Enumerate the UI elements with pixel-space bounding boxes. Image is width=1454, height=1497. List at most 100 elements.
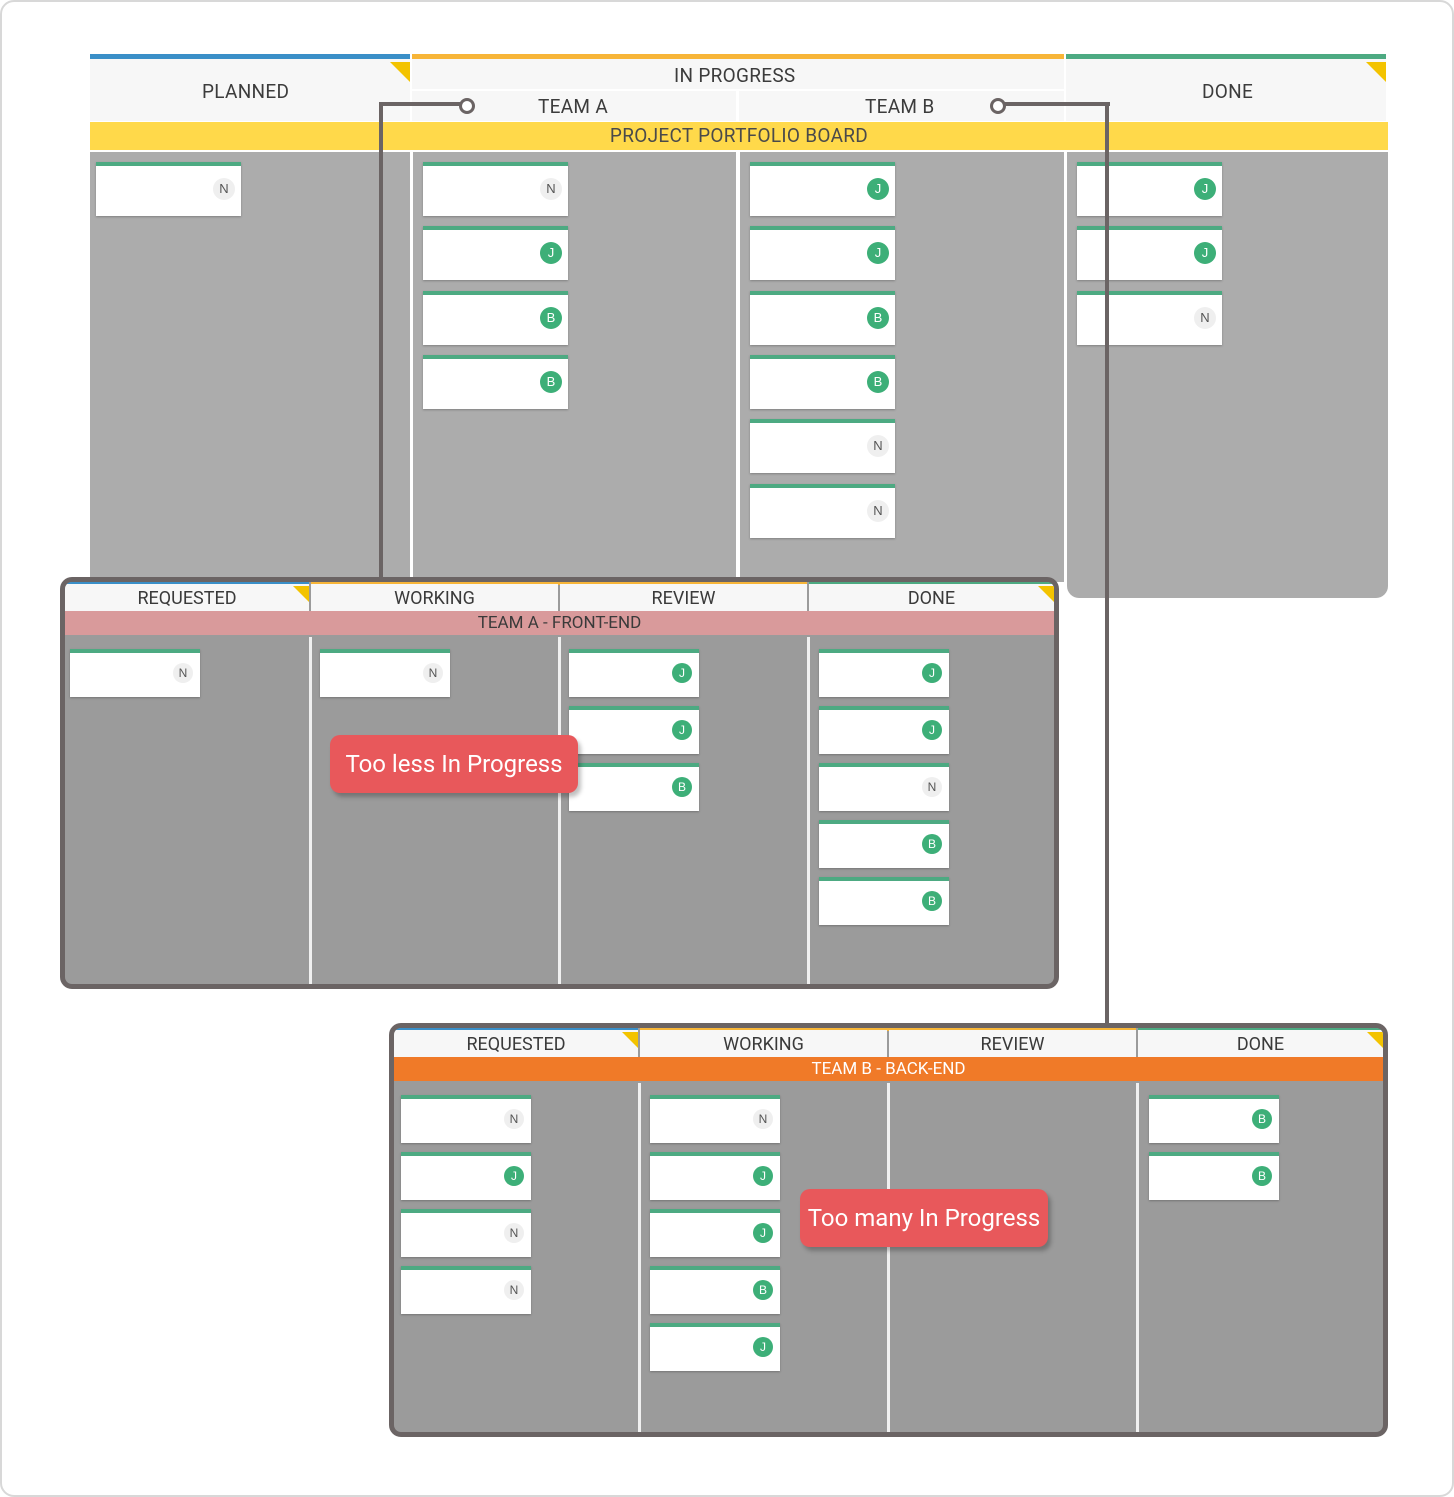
connector-line	[379, 102, 383, 580]
task-card[interactable]: N	[401, 1095, 531, 1143]
column-header-requested[interactable]: REQUESTED	[65, 584, 309, 612]
connector-anchor-icon	[459, 98, 475, 114]
column-header-label: REQUESTED	[466, 1034, 566, 1055]
task-card[interactable]: J	[819, 706, 949, 754]
assignee-avatar: J	[504, 1166, 524, 1186]
task-card[interactable]: B	[1149, 1095, 1279, 1143]
task-card[interactable]: J	[650, 1152, 780, 1200]
assignee-avatar: N	[540, 178, 562, 200]
column-planned	[90, 152, 410, 582]
assignee-avatar: B	[867, 371, 889, 393]
task-card[interactable]: N	[401, 1209, 531, 1257]
task-card[interactable]: N	[650, 1095, 780, 1143]
task-card[interactable]: B	[423, 355, 568, 409]
task-card[interactable]: N	[750, 484, 895, 538]
task-card[interactable]: J	[650, 1323, 780, 1371]
corner-flag-icon	[622, 1032, 638, 1048]
task-card[interactable]: J	[1077, 162, 1222, 216]
column-header-review[interactable]: REVIEW	[560, 584, 807, 612]
assignee-avatar: J	[672, 720, 692, 740]
task-card[interactable]: N	[1077, 291, 1222, 345]
task-card[interactable]: B	[819, 820, 949, 868]
task-card[interactable]: J	[750, 226, 895, 280]
header-done[interactable]: DONE	[1066, 59, 1386, 121]
done-color-strip	[1138, 1028, 1383, 1031]
header-team-b[interactable]: TEAM B	[739, 91, 1064, 121]
task-card[interactable]: N	[320, 649, 450, 697]
assignee-avatar: B	[1252, 1109, 1272, 1129]
assignee-avatar: J	[1194, 242, 1216, 264]
assignee-avatar: J	[672, 663, 692, 683]
assignee-avatar: J	[540, 242, 562, 264]
column-header-working[interactable]: WORKING	[640, 1030, 887, 1058]
warning-callout: Too many In Progress	[800, 1189, 1048, 1247]
column-header-label: WORKING	[394, 588, 475, 609]
column-header-label: DONE	[907, 588, 956, 609]
assignee-avatar: N	[504, 1280, 524, 1300]
column-header-done[interactable]: DONE	[809, 584, 1054, 612]
column-divider	[638, 1083, 641, 1432]
task-card[interactable]: J	[1077, 226, 1222, 280]
header-in-progress[interactable]: IN PROGRESS	[412, 59, 1064, 89]
in-progress-color-strip	[412, 54, 1064, 59]
column-header-label: REVIEW	[651, 588, 716, 609]
team-b-title: TEAM B - BACK-END	[394, 1057, 1383, 1081]
assignee-avatar: B	[922, 834, 942, 854]
requested-color-strip	[394, 1028, 638, 1031]
assignee-avatar: J	[867, 242, 889, 264]
header-planned[interactable]: PLANNED	[90, 59, 410, 121]
connector-anchor-icon	[990, 98, 1006, 114]
column-divider	[887, 1083, 890, 1432]
header-team-b-label: TEAM B	[865, 95, 935, 118]
assignee-avatar: J	[1194, 178, 1216, 200]
task-card[interactable]: J	[401, 1152, 531, 1200]
task-card[interactable]: B	[423, 291, 568, 345]
assignee-avatar: N	[753, 1109, 773, 1129]
in-progress-color-strip	[311, 582, 807, 585]
team-a-board: REQUESTED WORKING REVIEW DONE TEAM A - F…	[60, 577, 1059, 989]
in-progress-color-strip	[640, 1028, 1136, 1031]
column-header-working[interactable]: WORKING	[311, 584, 558, 612]
assignee-avatar: B	[540, 371, 562, 393]
assignee-avatar: J	[922, 720, 942, 740]
task-card[interactable]: J	[750, 162, 895, 216]
header-team-a-label: TEAM A	[538, 95, 609, 118]
task-card[interactable]: J	[423, 226, 568, 280]
assignee-avatar: N	[867, 500, 889, 522]
assignee-avatar: J	[922, 663, 942, 683]
done-color-strip	[809, 582, 1054, 585]
connector-line	[1004, 102, 1110, 106]
assignee-avatar: B	[753, 1280, 773, 1300]
task-card[interactable]: J	[569, 649, 699, 697]
task-card[interactable]: B	[1149, 1152, 1279, 1200]
done-color-strip	[1066, 54, 1386, 59]
team-a-title: TEAM A - FRONT-END	[65, 611, 1054, 635]
planned-color-strip	[90, 54, 410, 59]
corner-flag-icon	[1038, 586, 1054, 602]
task-card[interactable]: J	[650, 1209, 780, 1257]
task-card[interactable]: J	[819, 649, 949, 697]
task-card[interactable]: J	[569, 706, 699, 754]
task-card[interactable]: B	[750, 291, 895, 345]
task-card[interactable]: B	[819, 877, 949, 925]
task-card[interactable]: B	[650, 1266, 780, 1314]
header-in-progress-label: IN PROGRESS	[674, 64, 796, 87]
corner-flag-icon	[1367, 1032, 1383, 1048]
task-card[interactable]: N	[96, 162, 241, 216]
task-card[interactable]: N	[70, 649, 200, 697]
task-card[interactable]: N	[401, 1266, 531, 1314]
assignee-avatar: N	[173, 663, 193, 683]
task-card[interactable]: B	[750, 355, 895, 409]
task-card[interactable]: B	[569, 763, 699, 811]
column-header-done[interactable]: DONE	[1138, 1030, 1383, 1058]
column-header-requested[interactable]: REQUESTED	[394, 1030, 638, 1058]
task-card[interactable]: N	[819, 763, 949, 811]
assignee-avatar: N	[504, 1223, 524, 1243]
connector-line	[1105, 102, 1109, 1026]
task-card[interactable]: N	[423, 162, 568, 216]
warning-callout: Too less In Progress	[330, 735, 578, 793]
assignee-avatar: N	[867, 435, 889, 457]
task-card[interactable]: N	[750, 419, 895, 473]
assignee-avatar: N	[1194, 307, 1216, 329]
column-header-review[interactable]: REVIEW	[889, 1030, 1136, 1058]
